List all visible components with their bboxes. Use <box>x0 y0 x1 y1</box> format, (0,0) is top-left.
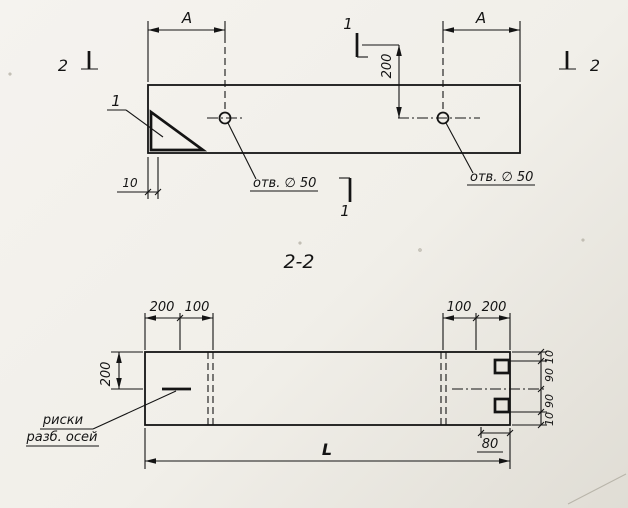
section-view-2-2: 2-2 200 100 <box>26 251 556 469</box>
hole-right: отв. ∅ 50 <box>398 111 535 186</box>
dim-90-right-lower: 90 <box>543 394 556 408</box>
cut-2-right-label: 2 <box>590 56 600 75</box>
note-line-1: риски <box>42 413 83 428</box>
cut-mark-1-top: 1 <box>343 15 368 58</box>
dim-10-right-top: 10 <box>543 350 556 364</box>
detail-callout-1: 1 <box>107 92 164 138</box>
cut-mark-2-right: 2 <box>559 51 600 75</box>
dim-10-label: 10 <box>122 176 138 190</box>
axis-dashed-lines <box>207 352 447 425</box>
note-line-2: разб. осей <box>26 430 98 445</box>
dim-a-right: А <box>442 9 521 111</box>
dim-l-label: L <box>322 440 332 459</box>
cut-1-bottom-label: 1 <box>340 202 350 220</box>
hole-left-label: отв. ∅ 50 <box>253 176 316 191</box>
corner-chamfer-detail <box>149 109 208 152</box>
scan-artifacts <box>8 72 627 505</box>
dim-200-top-left: 200 <box>150 300 175 315</box>
cut-mark-1-bottom: 1 <box>339 177 352 220</box>
detail-callout-label: 1 <box>111 92 121 110</box>
dim-a-right-label: А <box>475 9 486 27</box>
dim-200-vertical: 200 <box>362 44 402 118</box>
dim-length-l: L <box>144 428 511 469</box>
cut-mark-2-left: 2 <box>58 51 98 75</box>
dim-10-right-bottom: 10 <box>543 412 556 426</box>
dim-200-left-label: 200 <box>99 362 114 387</box>
hole-right-label: отв. ∅ 50 <box>470 170 533 185</box>
dim-80: 80 <box>477 427 514 453</box>
dim-90-right-upper: 90 <box>543 368 556 382</box>
cut-2-left-label: 2 <box>58 56 68 75</box>
dim-chain-top-right: 100 200 <box>442 300 511 350</box>
axis-marks-note: риски разб. осей <box>26 390 177 447</box>
dim-a-left: А <box>147 9 226 111</box>
dim-chain-right: 10 90 90 10 <box>510 348 556 429</box>
dim-a-left-label: А <box>181 9 192 27</box>
beam-outline <box>147 84 521 154</box>
plan-view: 1 отв. ∅ 50 отв. ∅ 50 А <box>58 9 600 220</box>
cut-1-top-label: 1 <box>343 15 353 33</box>
groove-bottom <box>493 397 511 414</box>
dim-200-top-right: 200 <box>482 300 507 315</box>
hole-left: отв. ∅ 50 <box>207 111 318 192</box>
dim-100-top-left: 100 <box>185 300 210 315</box>
groove-top <box>493 358 511 375</box>
dim-80-label: 80 <box>482 437 499 452</box>
dim-100-top-right: 100 <box>447 300 472 315</box>
dim-200-vertical-label: 200 <box>380 54 395 79</box>
section-title: 2-2 <box>283 251 314 273</box>
dim-chain-top-left: 200 100 <box>144 300 214 350</box>
dim-200-left: 200 <box>99 351 143 390</box>
dim-10: 10 <box>117 157 162 199</box>
